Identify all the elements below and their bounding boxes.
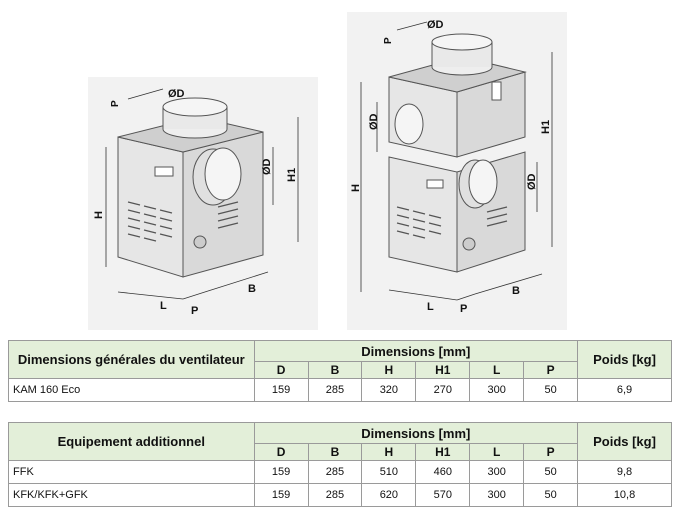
cell-h1: 460	[415, 460, 471, 484]
table2-group-header: Dimensions [mm]	[253, 422, 579, 444]
right-diam-label: ØD	[427, 19, 444, 31]
table2-col-h: H	[361, 443, 417, 461]
left-h-label: H	[93, 211, 105, 219]
fan-drawing-right: ØD P H H1 ØD ØD L P B	[347, 12, 567, 330]
right-p-label: P	[460, 303, 467, 315]
table-row: FFK 159 285 510 460 300 50 9,8	[8, 460, 672, 484]
right-diam-mid-label: ØD	[368, 113, 380, 130]
left-h1-label: H1	[286, 168, 298, 182]
cell-b: 285	[307, 460, 363, 484]
fan-drawing-left: ØD P H H1 ØD L P B	[88, 77, 318, 330]
row-name: FFK	[8, 460, 255, 484]
right-l-label: L	[427, 301, 434, 313]
table2-col-d: D	[253, 443, 309, 461]
table1-col-b: B	[307, 361, 363, 379]
cell-l: 300	[469, 483, 525, 507]
cell-h1: 270	[415, 378, 471, 402]
left-b-label: B	[248, 283, 256, 295]
left-l-label: L	[160, 300, 167, 312]
table2-col-l: L	[469, 443, 525, 461]
fan-drawing-right-svg: ØD P H H1 ØD ØD L P B	[350, 19, 553, 315]
table1-title: Dimensions générales du ventilateur	[8, 340, 255, 379]
table2-col-b: B	[307, 443, 363, 461]
right-h1-label: H1	[540, 120, 552, 134]
table2-weight-header: Poids [kg]	[577, 422, 672, 461]
left-p-label: P	[191, 305, 198, 317]
cell-h: 510	[361, 460, 417, 484]
cell-h: 320	[361, 378, 417, 402]
table1-col-p: P	[523, 361, 579, 379]
table-row: KAM 160 Eco 159 285 320 270 300 50 6,9	[8, 378, 672, 402]
table1-col-d: D	[253, 361, 309, 379]
table1-col-h: H	[361, 361, 417, 379]
cell-d: 159	[253, 460, 309, 484]
cell-d: 159	[253, 378, 309, 402]
right-p-top-label: P	[383, 37, 394, 44]
cell-d: 159	[253, 483, 309, 507]
right-h-label: H	[350, 184, 362, 192]
fan-dimensions-table: Dimensions générales du ventilateur Dime…	[8, 340, 672, 402]
table2-col-h1: H1	[415, 443, 471, 461]
cell-b: 285	[307, 378, 363, 402]
right-b-label: B	[512, 285, 520, 297]
cell-l: 300	[469, 378, 525, 402]
cell-h1: 570	[415, 483, 471, 507]
cell-p: 50	[523, 483, 579, 507]
row-name: KAM 160 Eco	[8, 378, 255, 402]
accessory-dimensions-table: Equipement additionnel Dimensions [mm] P…	[8, 422, 672, 507]
row-name: KFK/KFK+GFK	[8, 483, 255, 507]
table1-col-h1: H1	[415, 361, 471, 379]
left-p-top-label: P	[110, 100, 121, 107]
cell-p: 50	[523, 378, 579, 402]
table1-group-header: Dimensions [mm]	[253, 340, 579, 362]
fan-drawing-left-svg: ØD P H H1 ØD L P B	[93, 88, 299, 317]
left-diam-label: ØD	[168, 88, 185, 100]
cell-weight: 10,8	[577, 483, 672, 507]
cell-p: 50	[523, 460, 579, 484]
table-row: KFK/KFK+GFK 159 285 620 570 300 50 10,8	[8, 483, 672, 507]
cell-l: 300	[469, 460, 525, 484]
table2-title: Equipement additionnel	[8, 422, 255, 461]
cell-weight: 6,9	[577, 378, 672, 402]
right-diam-outlet-label: ØD	[526, 173, 538, 190]
left-diam-outlet-label: ØD	[261, 158, 273, 175]
table1-weight-header: Poids [kg]	[577, 340, 672, 379]
table2-col-p: P	[523, 443, 579, 461]
cell-b: 285	[307, 483, 363, 507]
table1-col-l: L	[469, 361, 525, 379]
cell-h: 620	[361, 483, 417, 507]
cell-weight: 9,8	[577, 460, 672, 484]
